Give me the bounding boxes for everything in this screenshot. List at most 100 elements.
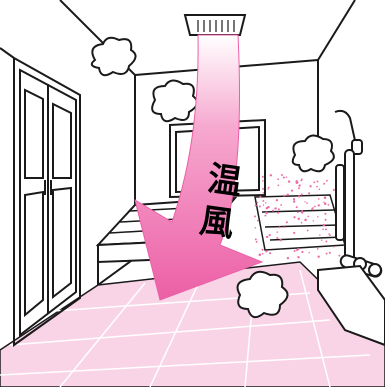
heat-dot (258, 205, 261, 208)
heat-dot (269, 174, 273, 177)
heat-dot (267, 205, 270, 209)
heat-dot (317, 216, 319, 218)
heat-dot (306, 229, 309, 232)
heat-dot (317, 204, 320, 207)
heat-dot (329, 234, 331, 237)
heat-dot (308, 192, 311, 195)
heat-dot (298, 195, 301, 198)
heat-dot (323, 196, 327, 199)
heat-dot (297, 247, 300, 250)
heat-dot (262, 192, 264, 194)
heat-dot (317, 255, 320, 258)
heat-dot (255, 240, 258, 243)
heat-dot (318, 188, 321, 191)
heat-dot (323, 201, 325, 203)
heat-dot (256, 219, 259, 222)
floor-tiles (0, 261, 385, 387)
heat-dot (254, 238, 257, 241)
heat-dot (323, 202, 327, 205)
heat-dot (258, 253, 262, 257)
heat-dot (268, 233, 271, 237)
heat-dot (316, 180, 319, 183)
heat-dot (297, 255, 300, 259)
steam-cloud-icon (151, 79, 199, 123)
heat-dot (322, 223, 326, 227)
heat-dot (275, 199, 279, 202)
heat-dot (261, 248, 264, 251)
heat-dot (313, 181, 316, 184)
heat-dot (308, 251, 310, 254)
heat-dot (306, 202, 308, 204)
heat-dot (296, 211, 299, 214)
heat-dot (322, 228, 324, 231)
heat-dot (325, 179, 328, 182)
heat-dot (320, 239, 323, 241)
heat-dot (286, 193, 289, 196)
heat-dot (300, 179, 303, 182)
heat-dot (264, 202, 267, 204)
drying-rack-area (254, 194, 346, 251)
heat-dot (325, 252, 328, 255)
heat-dot (332, 189, 335, 192)
steam-cloud-icon (291, 134, 335, 173)
caption-wind: 風 (197, 201, 236, 245)
heat-dot (297, 217, 300, 221)
heat-dot (314, 205, 316, 208)
heat-dot (316, 248, 319, 250)
heat-dot (298, 184, 301, 187)
heat-dot (256, 201, 259, 204)
heat-dot (307, 215, 310, 218)
heat-dot (324, 212, 327, 215)
heat-dot (276, 237, 278, 239)
heat-dot (265, 211, 268, 215)
heat-dot (301, 250, 304, 254)
heat-dot (293, 231, 296, 234)
heat-dot (285, 176, 288, 179)
heat-dot (267, 186, 270, 189)
heat-dot (283, 194, 286, 197)
heat-dot (267, 188, 269, 190)
heat-dot (264, 214, 267, 217)
heat-dot (262, 204, 265, 206)
heat-dot (276, 231, 279, 233)
heat-dot (304, 201, 306, 203)
heat-dot (283, 226, 286, 229)
heat-dot (304, 218, 307, 222)
heat-dot (323, 182, 326, 185)
heat-dot (277, 208, 280, 211)
heat-dot (259, 195, 262, 198)
heat-dot (319, 234, 321, 236)
heat-dot (254, 204, 257, 207)
heat-dot (298, 187, 300, 190)
heat-dot (292, 198, 296, 201)
heat-dot (287, 180, 291, 183)
heat-dot (300, 221, 303, 224)
steam-cloud-icon (236, 270, 289, 319)
heat-dot (280, 204, 283, 206)
heat-dot (277, 184, 280, 187)
heat-dot (293, 216, 296, 219)
heat-dot (261, 175, 264, 178)
warm-air-arrow-icon (134, 34, 264, 301)
bathroom-door (13, 56, 81, 347)
heat-dot (254, 226, 257, 229)
heat-dot (333, 245, 335, 248)
heat-dot (312, 206, 314, 209)
heat-dot (285, 221, 288, 224)
heat-dot (262, 187, 265, 190)
heat-dot (261, 252, 264, 255)
heat-dot (262, 179, 264, 182)
heat-dot (328, 251, 331, 254)
heat-dot (300, 193, 303, 196)
heat-dot (282, 176, 285, 179)
heat-dot (327, 203, 330, 206)
heat-dot (290, 189, 294, 192)
heat-dot (279, 238, 282, 242)
heat-dot (277, 211, 280, 214)
heat-dot (254, 215, 256, 218)
heat-dot (312, 220, 315, 222)
heat-dot (281, 174, 283, 176)
heat-dot (324, 218, 327, 221)
heat-dot (309, 185, 312, 188)
